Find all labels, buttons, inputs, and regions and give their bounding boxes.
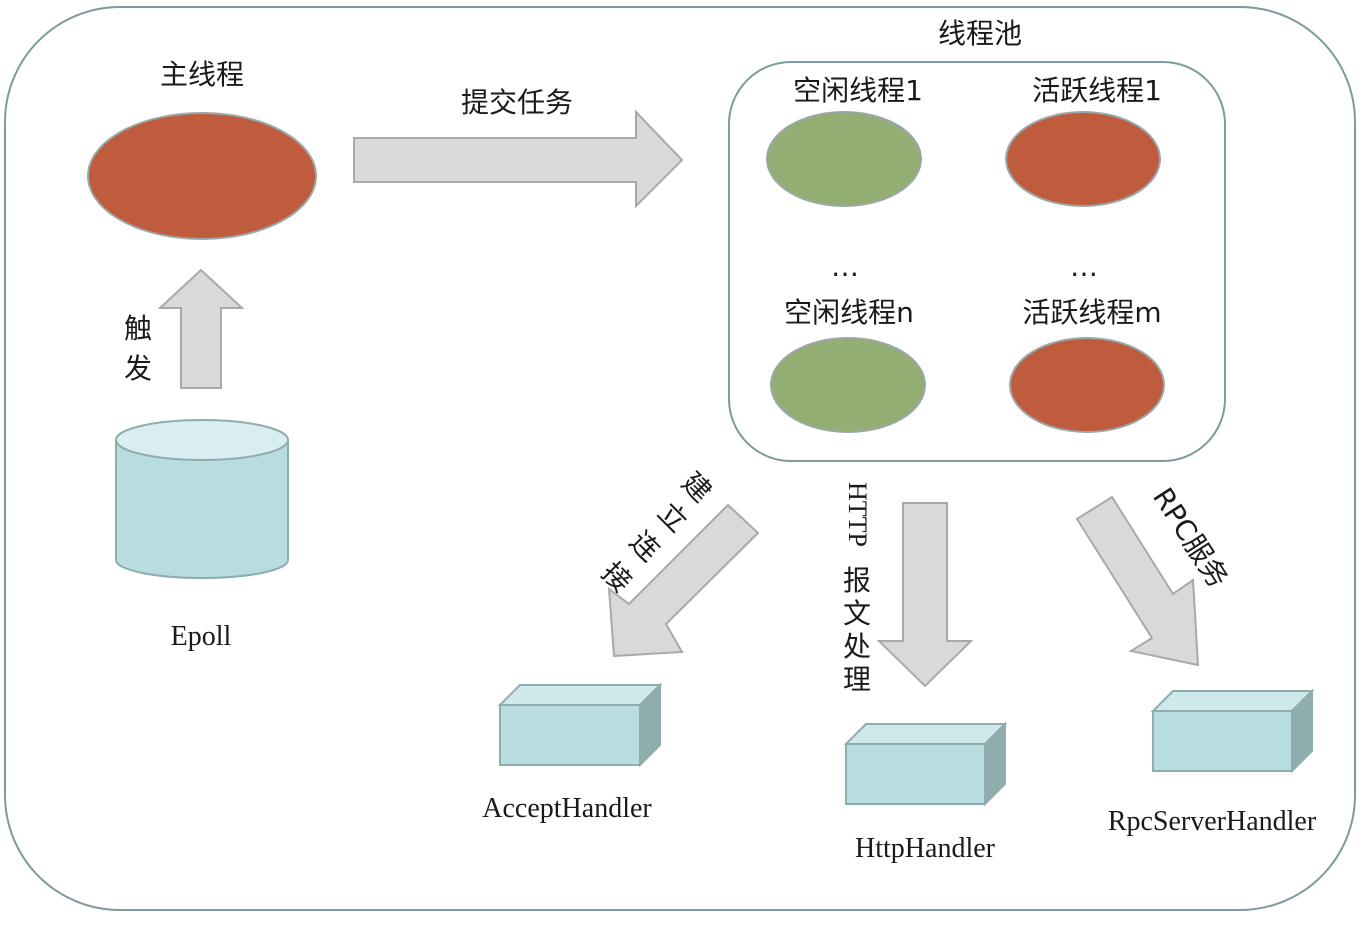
http-dispatch-arrow: [876, 502, 974, 688]
active-thread-m-label: 活跃线程m: [1022, 296, 1161, 329]
accept-handler-label: AcceptHandler: [482, 793, 652, 824]
http-label-char-2: 文: [843, 597, 871, 630]
rpc-handler-label: RpcServerHandler: [1108, 806, 1317, 837]
http-label-latin: HTTP: [843, 482, 872, 547]
database-cylinder-icon: [115, 419, 289, 579]
idle-thread-n-label: 空闲线程n: [784, 296, 914, 329]
active-thread-m: [1009, 337, 1165, 433]
idle-thread-n: [770, 337, 926, 433]
active-thread-1-label: 活跃线程1: [1032, 74, 1162, 107]
trigger-label-1: 触: [124, 312, 152, 345]
http-label-char-1: 报: [843, 564, 871, 597]
active-ellipsis: …: [1070, 250, 1098, 283]
accept-handler-box: [497, 682, 663, 768]
main-thread-ellipse: [87, 112, 317, 240]
thread-pool-title: 线程池: [938, 17, 1022, 50]
idle-ellipsis: …: [831, 250, 859, 283]
main-thread-label: 主线程: [160, 58, 244, 91]
idle-thread-1-label: 空闲线程1: [793, 74, 923, 107]
epoll-label: Epoll: [171, 621, 232, 652]
accept-dispatch-arrow: [607, 503, 760, 658]
rpc-handler-box: [1150, 688, 1315, 774]
rpc-dispatch-arrow: [1075, 495, 1200, 667]
http-label-char-4: 理: [843, 663, 871, 696]
http-handler-label: HttpHandler: [855, 833, 996, 864]
submit-task-arrow: [353, 109, 684, 209]
active-thread-1: [1005, 111, 1161, 207]
submit-task-label: 提交任务: [461, 86, 573, 119]
http-handler-box: [843, 721, 1008, 807]
idle-thread-1: [766, 111, 922, 207]
http-label-char-3: 处: [843, 630, 871, 663]
trigger-arrow: [157, 268, 245, 389]
trigger-label-2: 发: [124, 352, 152, 385]
